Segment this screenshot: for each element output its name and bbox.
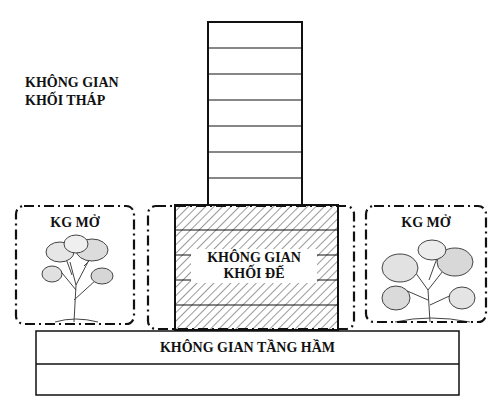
tree-sketch xyxy=(382,240,475,322)
box-label: KHÔNG GIAN KHỐI ĐẾ xyxy=(191,249,317,283)
box-label: KG MỞ xyxy=(21,215,129,231)
basement-box: KHÔNG GIAN TẦNG HẦM xyxy=(35,330,460,396)
box-label: KG MỞ xyxy=(371,215,481,231)
open-space-box: KG MỞ xyxy=(15,205,135,325)
tower-block xyxy=(208,22,302,205)
tower-label: KHÔNG GIAN KHỐI THÁP xyxy=(25,74,135,109)
box-outline xyxy=(35,330,460,396)
box-label: KHÔNG GIAN TẦNG HẦM xyxy=(41,340,454,356)
podium-box: KHÔNG GIAN KHỐI ĐẾ xyxy=(147,205,355,330)
tree-sketch xyxy=(42,235,113,322)
open-space-box: KG MỞ xyxy=(365,205,487,323)
